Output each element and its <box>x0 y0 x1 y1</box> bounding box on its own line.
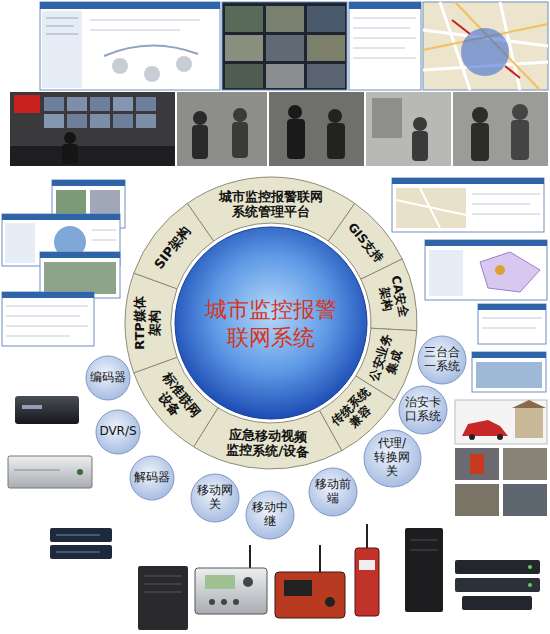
segment-label: RTP媒体架构 <box>133 294 163 351</box>
screenshot-band <box>40 2 548 90</box>
circle-label: DVR/S <box>99 425 136 439</box>
circle-outline <box>309 468 357 516</box>
circle-label: 移动前端 <box>314 478 352 506</box>
circle-outline <box>364 430 421 487</box>
core-label: 城市监控报警联网系统 <box>203 296 339 351</box>
device-circle: 三台合一系统 <box>417 335 467 385</box>
device-circle: DVR/S <box>95 409 141 455</box>
device-circle: 移动网关 <box>190 473 240 523</box>
circle-outline <box>246 491 294 539</box>
core-outline <box>175 227 367 419</box>
left-screenshots <box>2 180 125 346</box>
circle-label: 治安卡口系统 <box>404 396 442 424</box>
circle-outline <box>96 410 140 454</box>
circle-label: 三台合一系统 <box>423 346 461 374</box>
right-screenshots <box>392 178 547 392</box>
circle-label: 编码器 <box>90 371 126 385</box>
device-circle: 治安卡口系统 <box>398 385 448 435</box>
device-circle: 解码器 <box>129 455 175 501</box>
segment-label: 城市监控报警联网系统管理平台 <box>218 190 325 220</box>
circle-label: 解码器 <box>134 471 170 485</box>
device-circle: 移动前端 <box>308 467 358 517</box>
circle-outline <box>191 474 239 522</box>
photo-strip <box>10 92 548 166</box>
checkpoint-pictures <box>455 400 547 516</box>
circle-label: 移动中继 <box>251 501 289 529</box>
device-circle: 编码器 <box>85 355 131 401</box>
circle-outline <box>399 386 447 434</box>
devices <box>8 396 540 630</box>
segment-label: 应急移动视频监控系统/设备 <box>223 428 312 460</box>
device-circle: 代理/转换网关 <box>363 429 422 488</box>
circle-label: 代理/转换网关 <box>373 437 411 478</box>
core-shape <box>174 226 368 420</box>
core-circle: 城市监控报警联网系统 <box>174 226 368 420</box>
segment-outline <box>125 273 177 373</box>
device-circle: 移动中继 <box>245 490 295 540</box>
segment-outline <box>361 259 417 331</box>
circle-label: 移动网关 <box>196 484 234 512</box>
circle-outline <box>418 336 466 384</box>
circle-outline <box>130 456 174 500</box>
circle-outline <box>86 356 130 400</box>
